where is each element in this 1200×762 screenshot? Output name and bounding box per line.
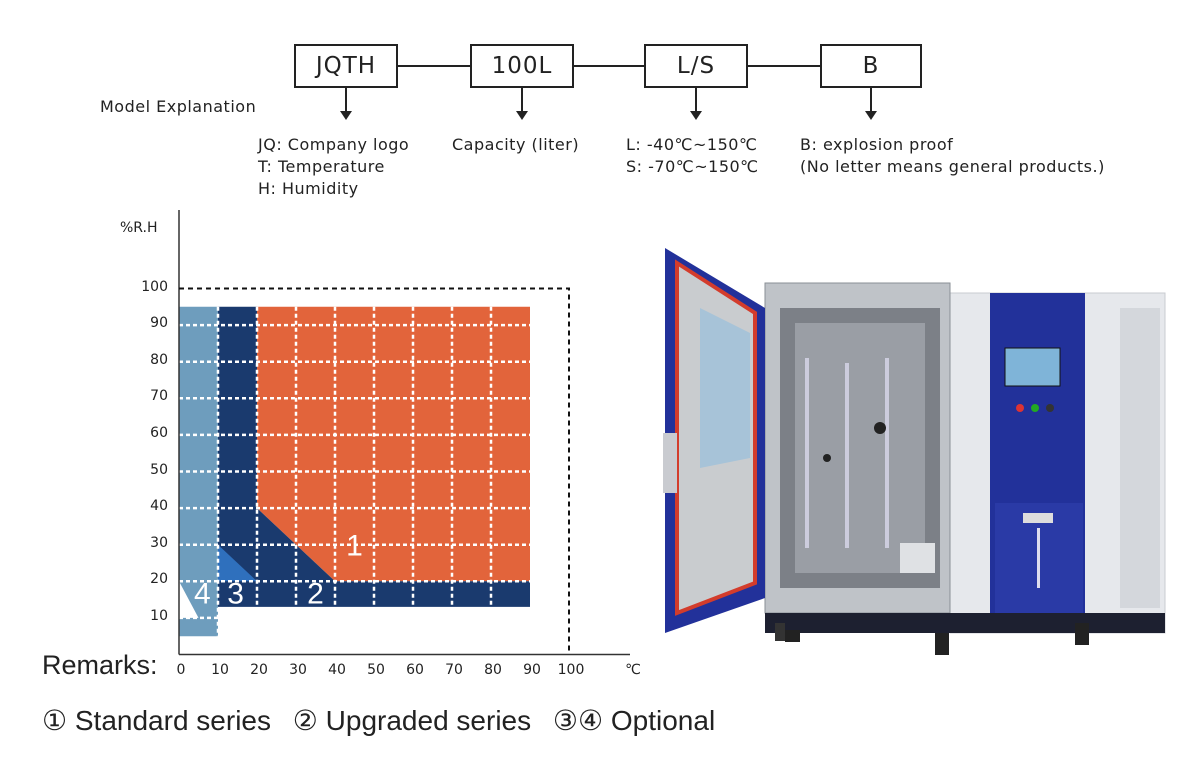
model-section-label: Model Explanation — [100, 97, 257, 116]
x-tick-label: 100 — [557, 662, 585, 678]
y-tick-label: 20 — [150, 571, 168, 588]
y-tick-label: 100 — [141, 278, 168, 295]
x-tick-label: 40 — [328, 662, 346, 678]
zone-label-2: 2 — [307, 577, 324, 610]
y-tick-label: 40 — [150, 498, 168, 515]
y-tick-label: 50 — [150, 461, 168, 478]
y-tick-label: 70 — [150, 388, 168, 405]
connector-line — [398, 65, 470, 67]
y-axis-label: %R.H — [120, 220, 158, 236]
down-arrow-icon — [340, 88, 352, 120]
operating-limit-outline — [179, 287, 570, 655]
legend-upgraded-series: ② Upgraded series — [292, 705, 532, 736]
zone-label-1: 1 — [346, 530, 363, 563]
y-tick-label: 60 — [150, 424, 168, 441]
y-tick-label: 90 — [150, 315, 168, 332]
connector-line — [748, 65, 820, 67]
x-tick-label: 0 — [176, 662, 186, 678]
zone-label-4: 4 — [194, 577, 211, 610]
x-tick-label: 20 — [250, 662, 268, 678]
explanation-line: S: -70℃~150℃ — [626, 157, 759, 176]
explanation-line: JQ: Company logo — [258, 135, 410, 154]
zone-background — [179, 306, 218, 637]
zone-3 — [218, 544, 257, 582]
y-tick-label: 30 — [150, 534, 168, 551]
explanation-line: (No letter means general products.) — [800, 157, 1105, 176]
x-axis-label: ℃ — [625, 662, 641, 678]
x-tick-label: 70 — [445, 662, 463, 678]
explanation-line: H: Humidity — [258, 179, 359, 198]
zone-4 — [179, 581, 199, 618]
y-tick-label: 80 — [150, 351, 168, 368]
connector-line — [574, 65, 644, 67]
y-tick-label: 10 — [150, 607, 168, 624]
down-arrow-icon — [690, 88, 702, 120]
zone-1 — [257, 306, 530, 582]
touch-screen — [1004, 347, 1061, 387]
x-tick-label: 80 — [484, 662, 502, 678]
explanation-line: T: Temperature — [258, 157, 385, 176]
x-tick-label: 50 — [367, 662, 385, 678]
model-code-series: JQTH — [294, 44, 398, 88]
explanation-temperature-range: L: -40℃~150℃ S: -70℃~150℃ — [626, 134, 759, 178]
explanation-explosion-proof: B: explosion proof (No letter means gene… — [800, 134, 1105, 178]
explanation-series: JQ: Company logo T: Temperature H: Humid… — [258, 134, 409, 200]
x-tick-label: 30 — [289, 662, 307, 678]
down-arrow-icon — [516, 88, 528, 120]
explanation-capacity: Capacity (liter) — [452, 134, 579, 156]
x-tick-label: 90 — [523, 662, 541, 678]
explanation-line: L: -40℃~150℃ — [626, 135, 758, 154]
legend-standard-series: ① Standard series — [42, 705, 271, 736]
explanation-line: Capacity (liter) — [452, 135, 580, 154]
x-tick-label: 60 — [406, 662, 424, 678]
test-chamber-image — [663, 248, 1166, 655]
explanation-line: B: explosion proof — [800, 135, 954, 154]
remarks-label: Remarks: — [42, 650, 158, 680]
zone-label-3: 3 — [227, 577, 244, 610]
down-arrow-icon — [865, 88, 877, 120]
model-code-temperature-range: L/S — [644, 44, 748, 88]
x-tick-label: 10 — [211, 662, 229, 678]
model-code-explosion-proof: B — [820, 44, 922, 88]
legend-optional: ③④ Optional — [552, 705, 716, 736]
model-code-capacity: 100L — [470, 44, 574, 88]
series-legend: ① Standard series ② Upgraded series ③④ O… — [42, 704, 729, 737]
